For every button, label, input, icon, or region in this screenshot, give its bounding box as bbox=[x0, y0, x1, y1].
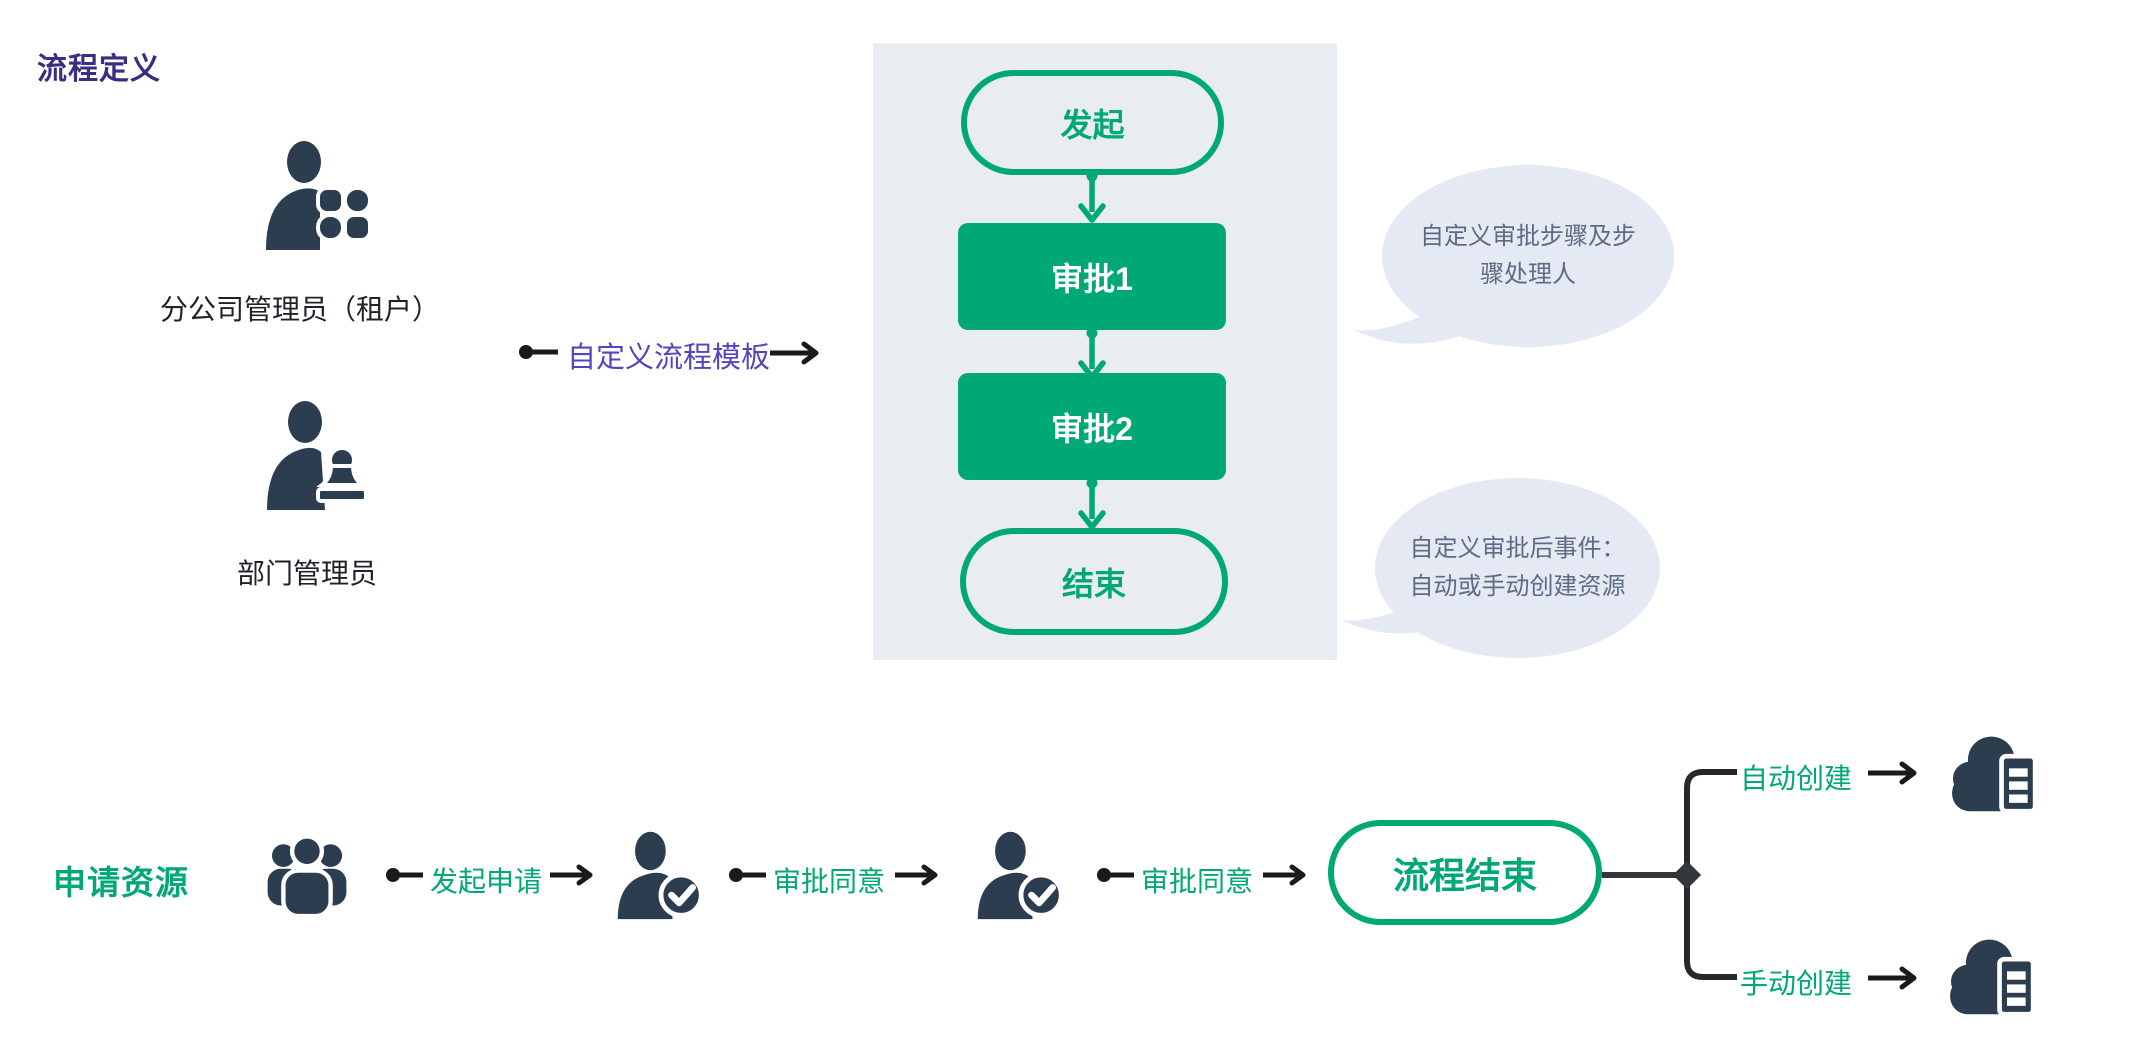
arrow-right-icon bbox=[893, 864, 943, 886]
arrow-right-icon bbox=[768, 341, 824, 365]
callout-line: 骤处理人 bbox=[1480, 261, 1576, 288]
cloud-resource-icon bbox=[1948, 731, 2042, 815]
arrow-right-icon bbox=[1866, 761, 1922, 785]
line-start-dot-icon bbox=[385, 866, 425, 884]
request-resources-title: 申请资源 bbox=[53, 864, 189, 901]
approve-agree-label: 审批同意 bbox=[1141, 866, 1254, 897]
flow-start-node: 发起 bbox=[961, 70, 1224, 175]
flow-arrow-down-icon bbox=[1078, 477, 1106, 533]
branch-admin-icon bbox=[252, 136, 374, 256]
approve-agree-label: 审批同意 bbox=[773, 866, 886, 897]
arrow-right-icon bbox=[1261, 864, 1311, 886]
template-connector-label: 自定义流程模板 bbox=[567, 342, 771, 374]
arrow-right-icon bbox=[548, 864, 598, 886]
approver-check-icon bbox=[972, 830, 1068, 920]
flow-approve2-node: 审批2 bbox=[958, 373, 1226, 480]
auto-create-label: 自动创建 bbox=[1740, 763, 1853, 794]
branch-connector-lines bbox=[1570, 725, 1770, 1025]
branch-admin-label: 分公司管理员（租户） bbox=[159, 294, 441, 325]
callout-line: 自定义审批步骤及步 bbox=[1420, 223, 1636, 250]
line-start-dot-icon bbox=[728, 866, 768, 884]
callout-line: 自动或手动创建资源 bbox=[1409, 573, 1626, 600]
callout-line: 自定义审批后事件： bbox=[1409, 535, 1626, 562]
callout-approval-steps: 自定义审批步骤及步 骤处理人 bbox=[1382, 165, 1674, 347]
dept-admin-label: 部门管理员 bbox=[236, 558, 378, 589]
bubble-tail-icon bbox=[1352, 288, 1464, 358]
flow-arrow-down-icon bbox=[1078, 170, 1106, 226]
line-start-dot-icon bbox=[1096, 866, 1136, 884]
initiate-request-label: 发起申请 bbox=[430, 866, 543, 897]
process-end-node: 流程结束 bbox=[1328, 820, 1602, 925]
applicants-group-icon bbox=[258, 832, 356, 916]
cloud-resource-icon bbox=[1946, 934, 2040, 1018]
line-start-dot-icon bbox=[518, 343, 560, 361]
manual-create-label: 手动创建 bbox=[1740, 968, 1853, 999]
process-definition-title: 流程定义 bbox=[37, 53, 161, 86]
flowchart-panel: 发起 审批1 审批2 结束 bbox=[873, 43, 1337, 660]
arrow-right-icon bbox=[1866, 966, 1922, 990]
callout-post-approval-events: 自定义审批后事件： 自动或手动创建资源 bbox=[1375, 478, 1660, 658]
approver-check-icon bbox=[612, 830, 708, 920]
flow-approve1-node: 审批1 bbox=[958, 223, 1226, 330]
dept-admin-icon bbox=[255, 396, 377, 516]
flow-end-node: 结束 bbox=[960, 528, 1228, 635]
